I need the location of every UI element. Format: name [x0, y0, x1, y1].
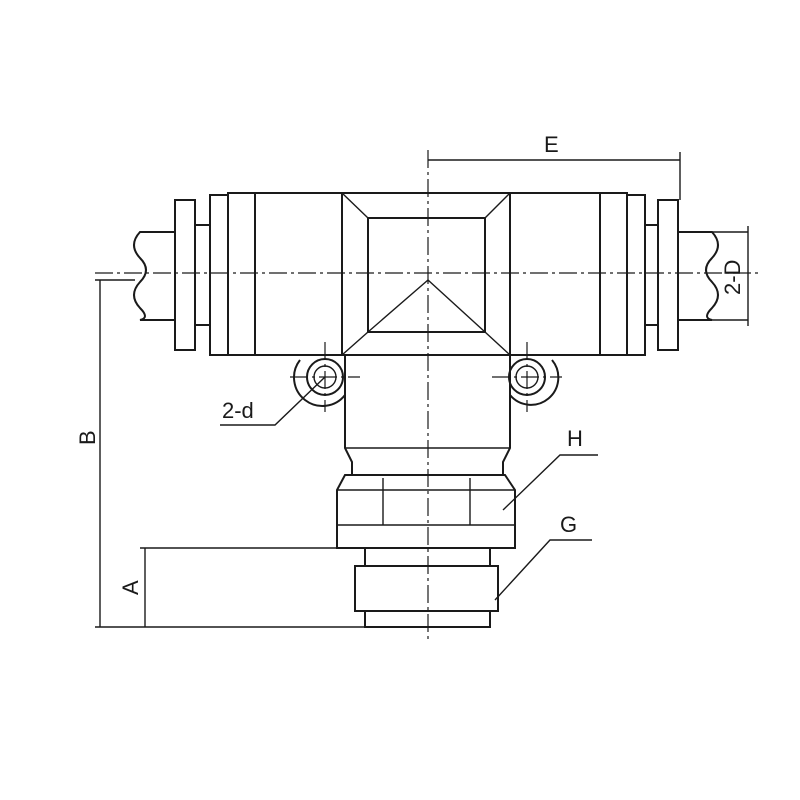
dimensions — [95, 152, 749, 628]
dim-label-mount-hole: 2-d — [222, 398, 254, 423]
hex-nut — [336, 474, 516, 549]
dim-label-a: A — [118, 580, 143, 595]
tee-body — [254, 192, 601, 356]
mount-ears — [293, 358, 560, 408]
dim-label-e: E — [544, 132, 559, 157]
dim-label-b: B — [75, 430, 100, 445]
dim-label-g: G — [560, 512, 577, 537]
stem — [344, 355, 511, 475]
thread — [354, 547, 499, 628]
dim-label-tube-od: 2-D — [720, 260, 745, 295]
left-tube — [133, 192, 256, 356]
center-lines — [95, 150, 760, 640]
dim-label-h: H — [567, 426, 583, 451]
